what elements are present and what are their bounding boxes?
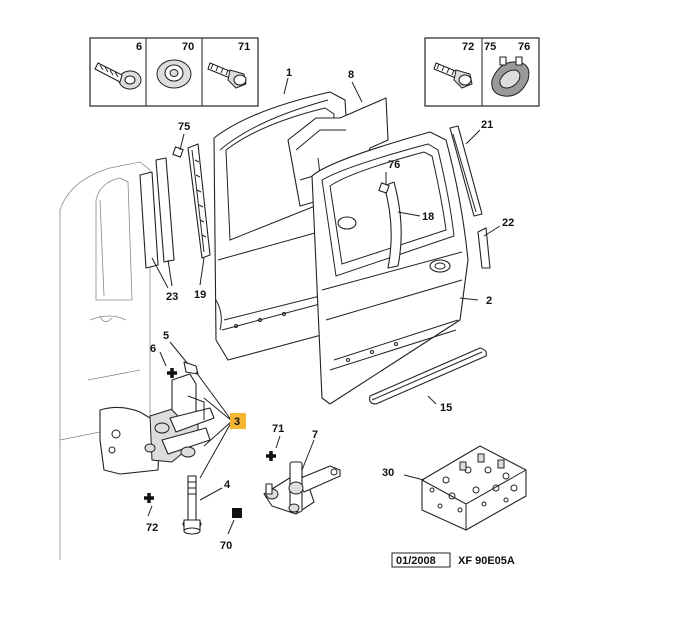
callout-7: 7 — [312, 429, 318, 441]
callout-4: 4 — [224, 479, 231, 491]
hinge-pin-4 — [182, 475, 202, 535]
legend-box-fasteners-left: 6 70 71 — [89, 37, 259, 107]
screw-6-icon — [94, 62, 142, 90]
reference-code: XF 90E05A — [458, 555, 515, 567]
legend-label-72: 72 — [462, 41, 474, 53]
door-check-7 — [263, 461, 341, 515]
callout-1: 1 — [286, 67, 292, 79]
reference-footer: 01/2008 XF 90E05A — [391, 552, 515, 568]
callout-21: 21 — [481, 119, 493, 131]
legend-label-76: 76 — [518, 41, 530, 53]
cross-marker-6 — [167, 368, 177, 378]
leader-lines — [147, 77, 501, 535]
door-seal-23 — [139, 157, 175, 269]
callout-22: 22 — [502, 217, 514, 229]
trim-22 — [477, 227, 491, 269]
legend-label-6: 6 — [136, 41, 142, 53]
reference-date: 01/2008 — [396, 555, 436, 567]
callout-70: 70 — [220, 540, 232, 552]
cross-marker-72 — [144, 493, 154, 503]
fastener-kit-30 — [421, 445, 527, 531]
legend-label-75: 75 — [484, 41, 496, 53]
callout-2: 2 — [486, 295, 492, 307]
callout-75: 75 — [178, 121, 190, 133]
glass-run-18 — [383, 181, 402, 269]
legend-label-70: 70 — [182, 41, 194, 53]
callout-30: 30 — [382, 467, 394, 479]
callout-15: 15 — [440, 402, 452, 414]
callout-3-highlight — [230, 413, 246, 429]
bolt-72-icon — [433, 62, 473, 89]
legend-label-71: 71 — [238, 41, 250, 53]
callout-labels: 1 8 21 75 76 18 22 2 23 19 5 6 3 15 71 7… — [146, 67, 514, 552]
callout-18: 18 — [422, 211, 434, 223]
callout-6: 6 — [150, 343, 156, 355]
callout-71: 71 — [272, 423, 284, 435]
legend-box-fasteners-right: 72 75 76 — [424, 37, 540, 107]
callout-5: 5 — [163, 330, 169, 342]
callout-76: 76 — [388, 159, 400, 171]
seal-21 — [449, 125, 483, 217]
callout-23: 23 — [166, 291, 178, 303]
callout-3: 3 — [234, 416, 240, 428]
moulding-15 — [369, 347, 487, 405]
callout-72: 72 — [146, 522, 158, 534]
door-strip-19 — [187, 143, 211, 259]
bolt-71-icon — [207, 62, 247, 89]
callout-8: 8 — [348, 69, 354, 81]
cross-marker-71 — [266, 451, 276, 461]
nut-70-icon — [156, 59, 192, 89]
callout-19: 19 — [194, 289, 206, 301]
car-body-outline — [59, 161, 151, 560]
square-marker-70 — [232, 508, 242, 518]
clip-76-mark — [378, 182, 390, 194]
clip-75-76-icon — [491, 56, 530, 97]
hinge-assembly-3 — [99, 373, 215, 475]
clip-75-mark — [172, 146, 184, 158]
